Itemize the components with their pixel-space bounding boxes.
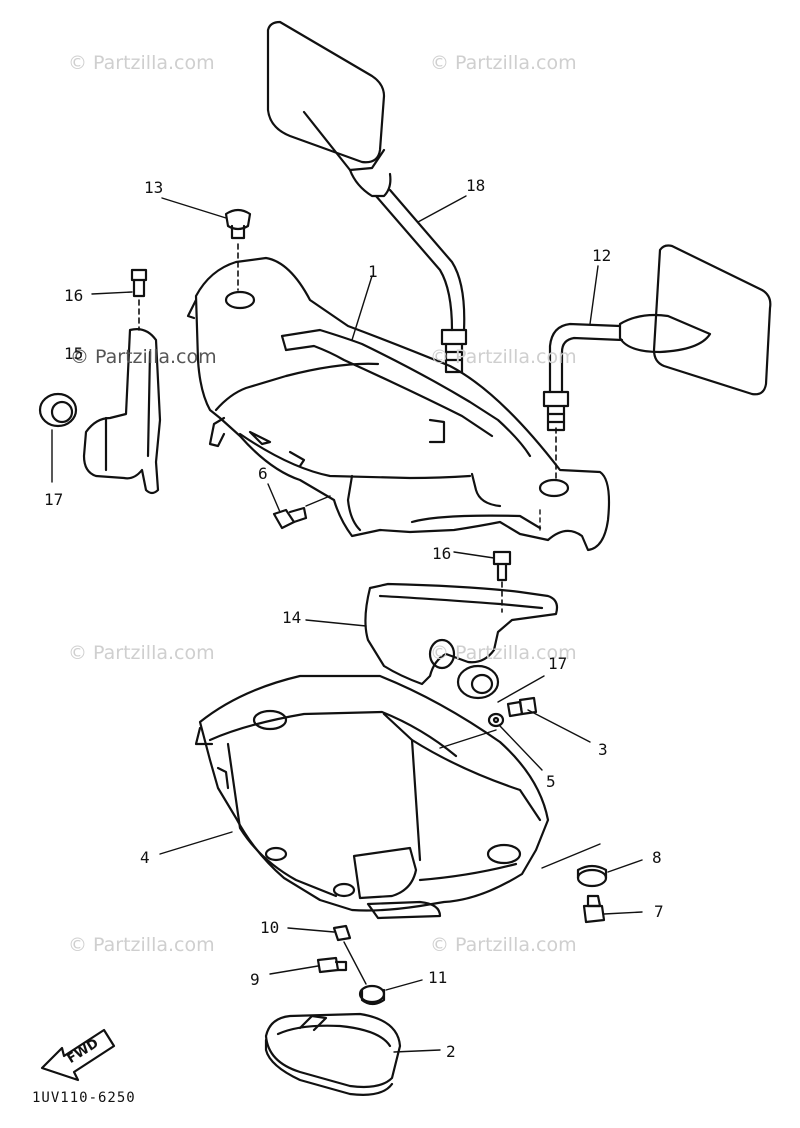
bolt-part-7 (582, 894, 606, 924)
callout-7: 7 (654, 902, 664, 921)
callout-11: 11 (428, 968, 448, 987)
callout-14: 14 (282, 608, 302, 627)
callout-4: 4 (140, 848, 150, 867)
nut-part-10 (332, 924, 352, 942)
screw-part-16-middle (492, 550, 512, 582)
screw-part-9 (316, 956, 348, 974)
fwd-arrow-icon (40, 1028, 116, 1082)
callout-18: 18 (466, 176, 486, 195)
upper-handle-cover-part-1 (186, 256, 611, 552)
callout-15: 15 (64, 344, 84, 363)
callout-6: 6 (258, 464, 268, 483)
callout-10: 10 (260, 918, 280, 937)
callout-16: 16 (64, 286, 84, 305)
washer-part-8 (576, 864, 608, 888)
watermark: © Partzilla.com (68, 642, 215, 664)
watermark: © Partzilla.com (430, 346, 577, 368)
watermark: © Partzilla.com (68, 52, 215, 74)
watermark: © Partzilla.com (70, 346, 217, 368)
callout-16: 16 (432, 544, 452, 563)
grommet-part-17-left (38, 392, 78, 428)
screw-part-16-left (130, 268, 148, 298)
grommet-part-17-right (456, 664, 500, 700)
lower-cover-part-4 (194, 674, 550, 920)
watermark: © Partzilla.com (430, 52, 577, 74)
bracket-part-14 (364, 582, 559, 686)
callout-3: 3 (598, 740, 608, 759)
callout-13: 13 (144, 178, 164, 197)
watermark: © Partzilla.com (430, 642, 577, 664)
right-mirror-part-12 (542, 244, 772, 432)
cap-part-2 (264, 1012, 402, 1096)
screw-part-13 (224, 208, 252, 240)
watermark: © Partzilla.com (68, 934, 215, 956)
diagram-code: 1UV110-6250 (32, 1090, 136, 1106)
watermark: © Partzilla.com (430, 934, 577, 956)
bracket-part-15 (82, 328, 162, 495)
callout-5: 5 (546, 772, 556, 791)
callout-1: 1 (368, 262, 378, 281)
callout-9: 9 (250, 970, 260, 989)
left-mirror-part-18 (266, 20, 468, 374)
screw-part-3 (506, 696, 538, 718)
grommet-part-11 (358, 984, 386, 1006)
callout-8: 8 (652, 848, 662, 867)
callout-2: 2 (446, 1042, 456, 1061)
washer-part-5 (487, 712, 505, 728)
callout-17: 17 (44, 490, 64, 509)
callout-12: 12 (592, 246, 612, 265)
callout-17: 17 (548, 654, 568, 673)
bolt-part-6 (272, 506, 308, 530)
